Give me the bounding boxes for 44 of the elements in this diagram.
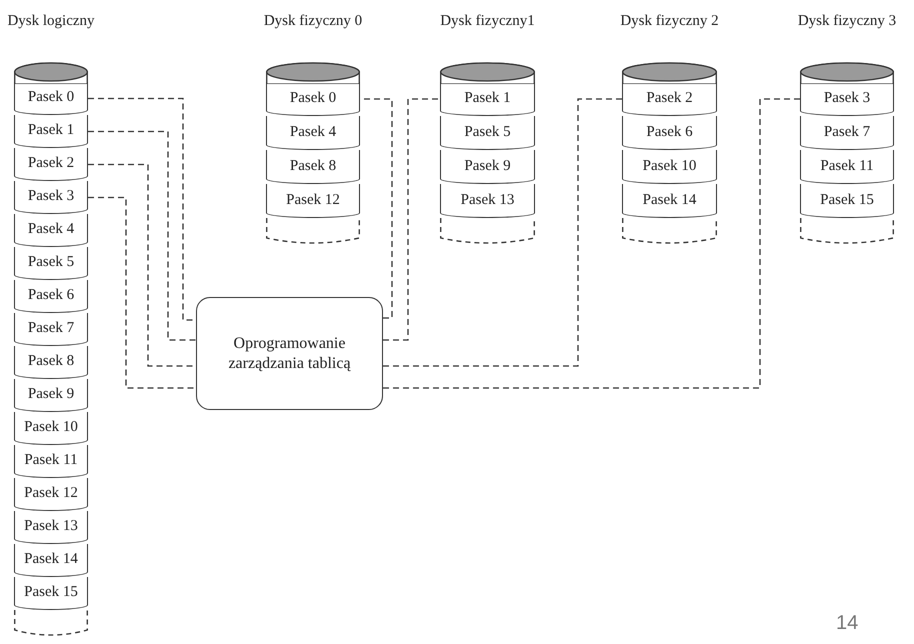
stripe-segment: Pasek 4 <box>14 214 88 247</box>
stripe-segment: Pasek 9 <box>14 379 88 412</box>
stripe-segment: Pasek 2 <box>622 82 717 116</box>
stripe-segment: Pasek 5 <box>440 116 535 150</box>
stripe-segment: Pasek 3 <box>14 181 88 214</box>
disk-label: Dysk fizyczny 3 <box>796 12 898 31</box>
disk-label: Dysk fizyczny 2 <box>619 12 720 31</box>
stripe-segment: Pasek 7 <box>14 313 88 346</box>
stripe-segment: Pasek 0 <box>266 82 360 116</box>
stripe-segment: Pasek 11 <box>800 150 894 184</box>
stripe-segment: Pasek 13 <box>14 511 88 544</box>
stripe-segment: Pasek 12 <box>14 478 88 511</box>
stripe-segment: Pasek 1 <box>14 115 88 148</box>
stripe-segment: Pasek 2 <box>14 148 88 181</box>
stripe-segment: Pasek 6 <box>14 280 88 313</box>
connector-line <box>383 98 440 341</box>
stripe-segment: Pasek 1 <box>440 82 535 116</box>
stripe-segment: Pasek 15 <box>800 184 894 218</box>
connector-line <box>88 196 196 389</box>
stripe-segment: Pasek 15 <box>14 577 88 610</box>
stripe-segment: Pasek 0 <box>14 82 88 115</box>
stripe-segment: Pasek 8 <box>266 150 360 184</box>
disk-label: Dysk fizyczny 0 <box>262 12 364 31</box>
connector-line <box>383 98 800 389</box>
stripe-segment: Pasek 10 <box>622 150 717 184</box>
disk-label: Dysk logiczny <box>6 12 96 31</box>
stripe-segment: Pasek 7 <box>800 116 894 150</box>
stripe-segment: Pasek 12 <box>266 184 360 218</box>
stripe-segment: Pasek 4 <box>266 116 360 150</box>
process-box: Oprogramowanie zarządzania tablicą <box>196 297 383 410</box>
stripe-segment: Pasek 11 <box>14 445 88 478</box>
stripe-segment: Pasek 9 <box>440 150 535 184</box>
stripe-segment: Pasek 6 <box>622 116 717 150</box>
stripe-segment: Pasek 10 <box>14 412 88 445</box>
stripe-segment: Pasek 14 <box>14 544 88 577</box>
stripe-segment: Pasek 5 <box>14 247 88 280</box>
stripe-segment: Pasek 14 <box>622 184 717 218</box>
stripe-segment: Pasek 13 <box>440 184 535 218</box>
stripe-segment: Pasek 3 <box>800 82 894 116</box>
connector-line <box>383 98 622 367</box>
page-number: 14 <box>836 612 858 635</box>
disk-label: Dysk fizyczny1 <box>439 12 536 31</box>
connector-line <box>88 130 196 341</box>
stripe-segment: Pasek 8 <box>14 346 88 379</box>
